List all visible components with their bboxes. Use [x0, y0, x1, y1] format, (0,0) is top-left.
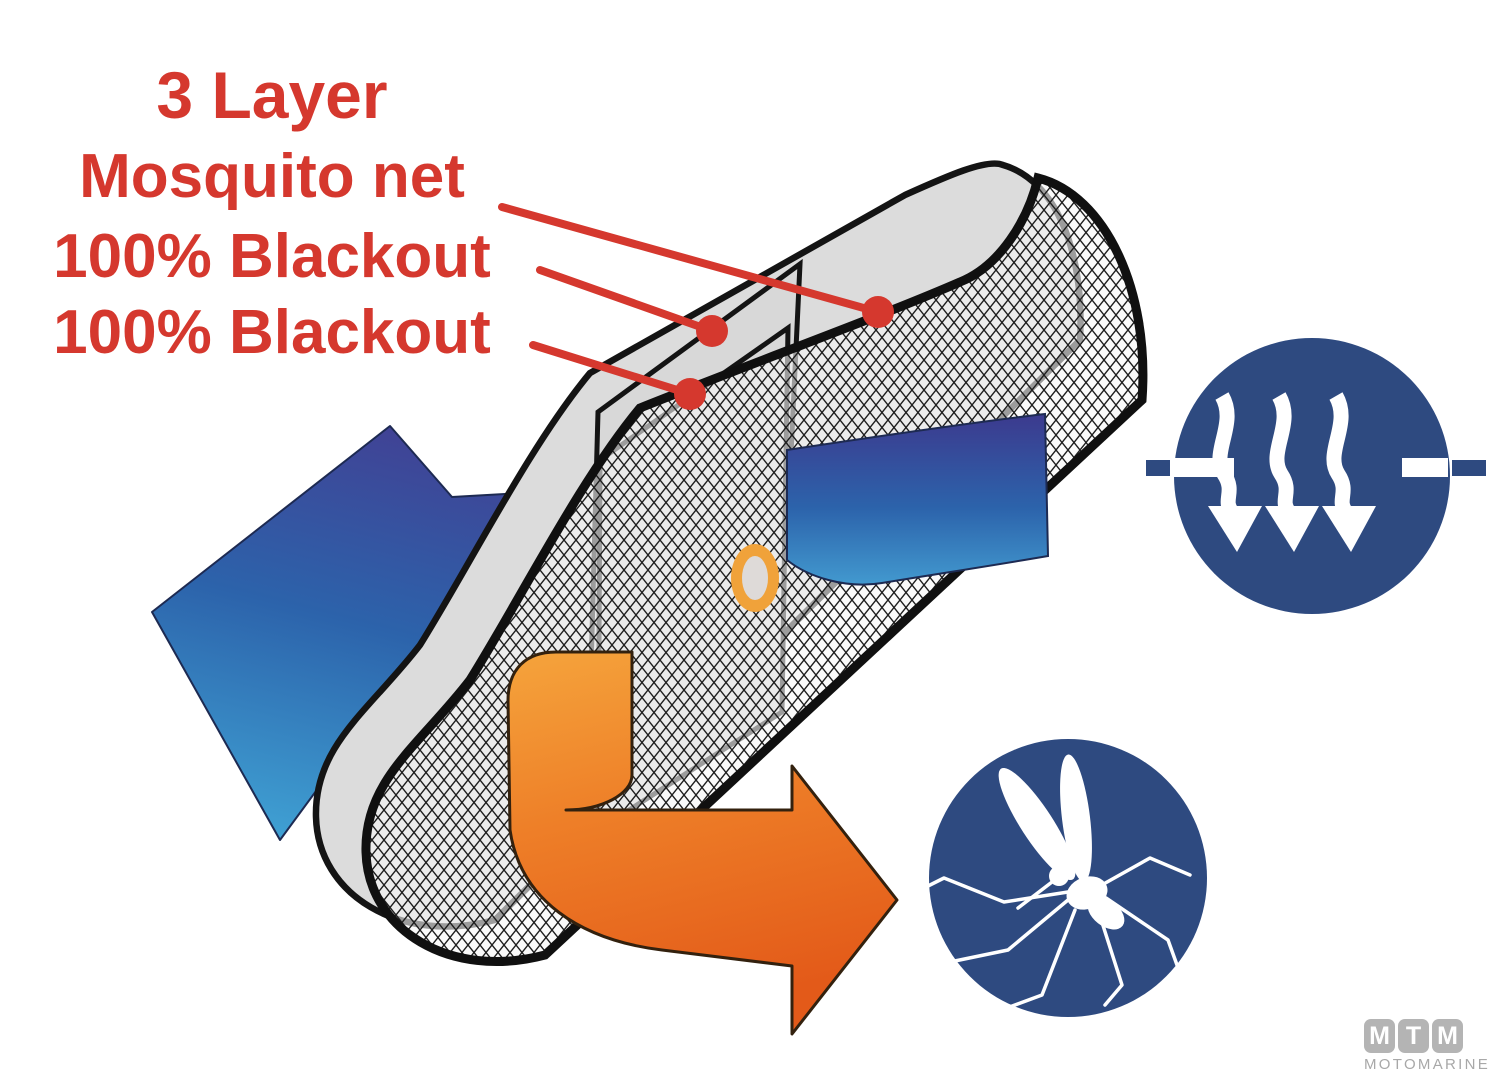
leader-dots	[674, 296, 894, 410]
mtm-logo-letter: M	[1432, 1019, 1463, 1053]
title-3-layer: 3 Layer	[156, 58, 388, 132]
mtm-logo-name: MOTOMARINE	[1364, 1056, 1491, 1073]
label-blackout-1: 100% Blackout	[53, 222, 491, 291]
mtm-logo-letter: T	[1398, 1019, 1429, 1053]
mosquito-icon	[926, 739, 1207, 1017]
leader-line-blackout-1	[536, 266, 716, 335]
mtm-logo-tiles: M T M	[1364, 1019, 1494, 1053]
mtm-logo-letter: M	[1364, 1019, 1395, 1053]
title-block: 3 Layer Mosquito net 100% Blackout 100% …	[10, 62, 534, 378]
airflow-arrow-blue-right-band	[786, 412, 1050, 586]
leader-lines	[498, 203, 882, 398]
leader-line-mosquito-net	[498, 203, 882, 316]
leader-line-blackout-2	[529, 341, 694, 398]
mtm-logo: M T M MOTOMARINE	[1364, 1019, 1494, 1073]
grommet-eyelet	[731, 544, 779, 612]
label-blackout-2: 100% Blackout	[53, 298, 491, 367]
airflow-through-net-icon	[1146, 338, 1486, 614]
airflow-arrow-orange	[506, 650, 899, 1036]
label-mosquito-net: Mosquito net	[79, 142, 465, 211]
